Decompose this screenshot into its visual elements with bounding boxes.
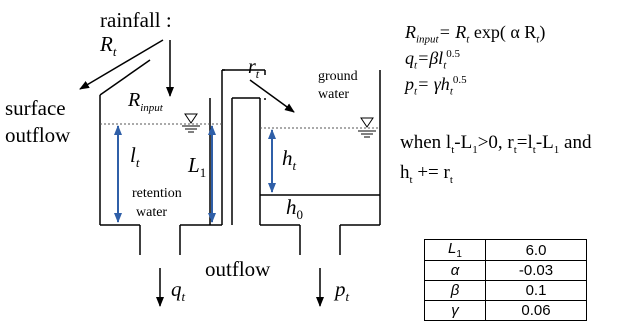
groundwater-tank (259, 70, 381, 255)
ground-water-label-1: ground (318, 69, 358, 84)
h0-label: h0 (286, 195, 303, 222)
param-symbol: γ (424, 300, 486, 321)
retention-water-label-2: water (136, 205, 167, 220)
equation-rinput: Rinput= Rt exp( α Rt) (405, 22, 546, 46)
qt-label: qt (171, 277, 186, 304)
table-row: L1 6.0 (424, 239, 587, 261)
rt-recharge-label: rt (248, 56, 260, 81)
outflow-label: outflow (205, 257, 271, 281)
ht-label: ht (282, 146, 297, 173)
table-row: β 0.1 (424, 280, 587, 301)
lt-label: lt (130, 143, 140, 170)
recharge-arrow (249, 79, 295, 113)
param-value: 6.0 (485, 239, 587, 261)
retention-water-label-1: retention (132, 186, 182, 201)
equation-qt: qt=βlt0.5 (405, 48, 460, 72)
water-level-marker-left (182, 113, 200, 133)
condition-line-1: when lt-L1>0, rt=lt-L1 and (400, 132, 592, 156)
rainfall-label: rainfall : (100, 8, 172, 32)
surface-outflow-label-1: surface (5, 96, 66, 120)
param-symbol: α (424, 260, 486, 281)
param-symbol: β (424, 280, 486, 301)
ground-water-label-2: water (318, 87, 349, 102)
retention-tank (99, 70, 223, 255)
equation-pt: pt= γht0.5 (405, 74, 467, 98)
rt-label: Rt (99, 32, 117, 59)
dimension-arrows (114, 125, 276, 223)
table-row: γ 0.06 (424, 300, 587, 321)
param-symbol: L1 (424, 239, 486, 261)
rinput-label: Rinput (127, 89, 164, 114)
surface-outflow-label-2: outflow (5, 123, 71, 147)
condition-line-2: ht += rt (400, 162, 453, 186)
table-row: α -0.03 (424, 260, 587, 281)
parameter-table: L1 6.0 α -0.03 β 0.1 γ 0.06 (424, 239, 587, 321)
param-value: -0.03 (485, 260, 587, 281)
pt-label: pt (333, 277, 350, 304)
rainfall-arrows (79, 39, 174, 97)
L1-label: L1 (187, 153, 206, 180)
water-level-marker-right (358, 117, 376, 138)
param-value: 0.06 (485, 300, 587, 321)
param-value: 0.1 (485, 280, 587, 301)
infiltration-pipe (209, 69, 266, 225)
